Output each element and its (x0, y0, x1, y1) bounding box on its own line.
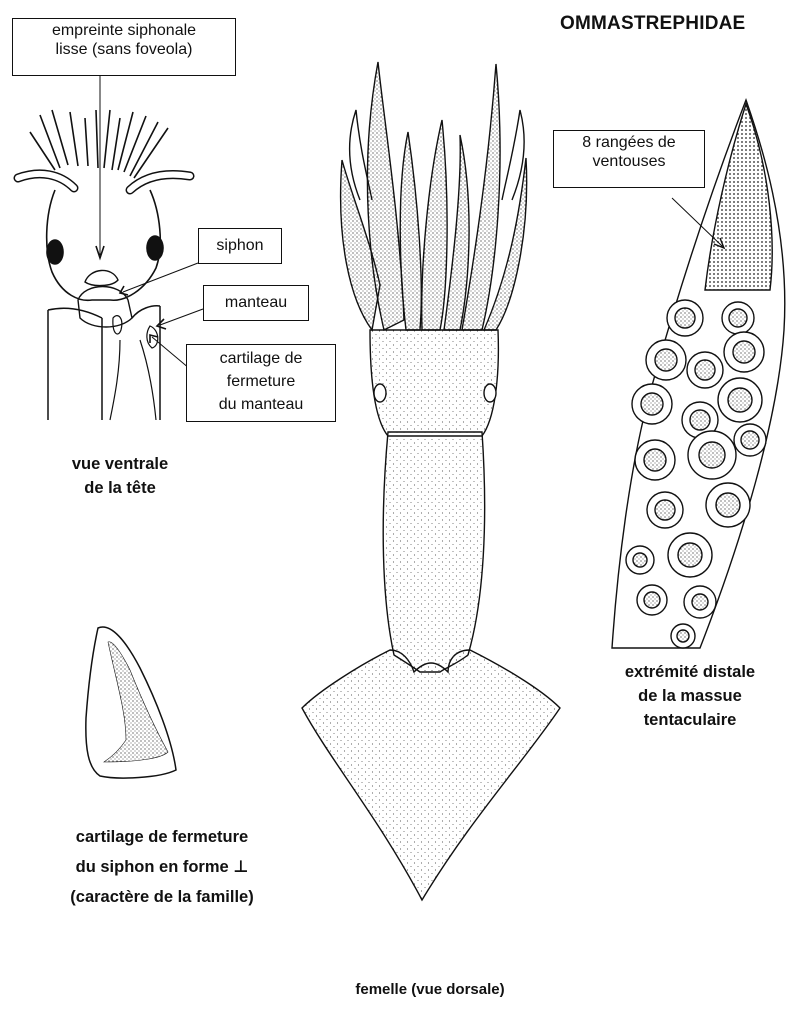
caption-line: tentaculaire (590, 708, 790, 732)
caption-line: de la tête (20, 476, 220, 500)
caption-line: vue ventrale (20, 452, 220, 476)
family-title: OMMASTREPHIDAE (560, 13, 800, 35)
caption-female-dorsal: femelle (vue dorsale) (320, 978, 540, 1002)
squid-dorsal-drawing (302, 62, 560, 900)
head-ventral-drawing (18, 75, 203, 420)
caption-line: du siphon en forme ⊥ (12, 852, 312, 882)
label-line: 8 rangées de (558, 133, 700, 152)
caption-line: cartilage de fermeture (12, 822, 312, 852)
label-manteau: manteau (203, 285, 309, 321)
label-siphon: siphon (198, 228, 282, 264)
caption-line: (caractère de la famille) (12, 882, 312, 912)
label-line: du manteau (191, 393, 331, 416)
label-line: lisse (sans foveola) (17, 40, 231, 59)
caption-line: extrémité distale (590, 660, 790, 684)
label-line: fermeture (191, 370, 331, 393)
caption-head-view: vue ventrale de la tête (20, 452, 220, 500)
caption-siphon-cartilage: cartilage de fermeture du siphon en form… (12, 822, 312, 912)
label-rangees-ventouses: 8 rangées de ventouses (553, 130, 705, 188)
caption-club-tip: extrémité distale de la massue tentacula… (590, 660, 790, 732)
label-line: cartilage de (191, 347, 331, 370)
label-cartilage-manteau: cartilage de fermeture du manteau (186, 344, 336, 422)
label-line: empreinte siphonale (17, 21, 231, 40)
caption-line: de la massue (590, 684, 790, 708)
label-empreinte-siphonale: empreinte siphonale lisse (sans foveola) (12, 18, 236, 76)
siphon-cartilage-drawing (86, 627, 176, 778)
label-line: ventouses (558, 152, 700, 171)
